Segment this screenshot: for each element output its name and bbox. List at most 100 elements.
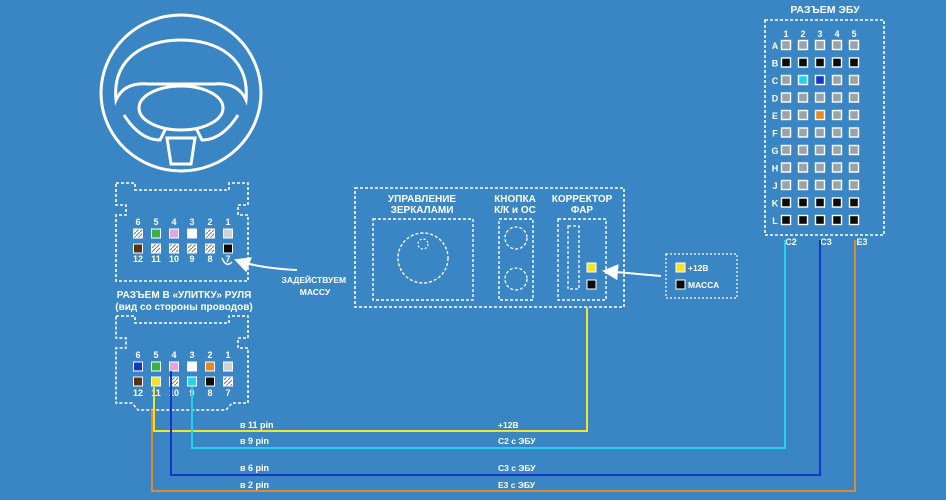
bottom-connector-pin <box>151 361 161 372</box>
ecu-pin <box>848 74 860 86</box>
ecu-pin <box>780 144 792 156</box>
bottom-connector-top-number: 4 <box>171 350 176 360</box>
top-connector-pin <box>133 228 143 239</box>
wire-label-pin9: в 9 pin <box>240 436 269 446</box>
ecu-pin <box>831 57 843 68</box>
top-connector-pin <box>223 243 233 254</box>
top-connector-top-number: 3 <box>189 217 194 227</box>
wire-label-e3: E3 с ЭБУ <box>498 480 536 490</box>
ecu-pin <box>797 179 809 191</box>
ground-loop-icon <box>221 257 233 265</box>
ecu-pin <box>814 214 826 226</box>
ecu-pin <box>797 109 809 121</box>
ecu-wire-label: E3 <box>856 237 867 247</box>
bottom-connector-top-number: 5 <box>153 350 158 360</box>
headlight-corrector-module <box>557 218 607 301</box>
ecu-pin <box>831 74 843 86</box>
ecu-column-label: 1 <box>783 29 788 39</box>
bottom-connector-pin <box>169 361 179 372</box>
ecu-pin <box>814 92 826 103</box>
connector-caption-title: РАЗЪЕМ В «УЛИТКУ» РУЛЯ <box>117 290 252 301</box>
top-connector-pin <box>187 243 197 254</box>
wire-label-pin2: в 2 pin <box>240 480 269 490</box>
ecu-pin <box>848 127 860 138</box>
ecu-pin <box>797 127 809 138</box>
ecu-pin <box>814 197 826 208</box>
ecu-pin <box>814 39 826 51</box>
bottom-connector-bottom-number: 12 <box>133 388 143 398</box>
mirror-control-module <box>372 218 474 301</box>
ecu-pin <box>814 109 826 121</box>
ecu-pin <box>780 162 792 173</box>
ecu-pin <box>848 39 860 51</box>
corrector-wheel[interactable] <box>567 225 580 290</box>
ecu-pin <box>780 92 792 103</box>
bottom-connector-top-number: 3 <box>189 350 194 360</box>
cc-button-upper[interactable] <box>504 226 528 250</box>
wires <box>151 240 856 492</box>
corrector-arrow <box>602 264 662 281</box>
top-connector-bottom-number: 7 <box>225 254 230 264</box>
top-connector-bottom-number: 9 <box>189 254 194 264</box>
top-connector-top-number: 4 <box>171 217 176 227</box>
bottom-connector-pin <box>133 361 143 372</box>
ground-annotation: ЗАДЕЙСТВУЕМ МАССУ <box>282 274 349 297</box>
ecu-pin <box>780 127 792 138</box>
top-connector-pin <box>205 243 215 254</box>
top-connector-pin <box>187 228 197 239</box>
legend: +12В МАССА <box>665 253 738 299</box>
ecu-wire-label: C3 <box>820 237 832 247</box>
connector-caption-subtitle: (вид со стороны проводов) <box>115 302 252 313</box>
top-connector-pin <box>169 243 179 254</box>
ecu-row-label: G <box>771 146 778 156</box>
ecu-pin <box>831 214 843 226</box>
ecu-pin <box>797 197 809 208</box>
top-connector-top-number: 5 <box>153 217 158 227</box>
bottom-connector-pin <box>151 376 161 387</box>
top-connector-top-number: 6 <box>135 217 140 227</box>
top-connector-pin <box>223 228 233 239</box>
top-connector-pin <box>205 228 215 239</box>
ecu-row-label: D <box>772 94 779 104</box>
bottom-connector-bottom-number: 8 <box>207 388 212 398</box>
ecu-pin <box>780 39 792 51</box>
cc-button-module <box>498 218 534 301</box>
bottom-connector-bottom-number: 10 <box>169 388 179 398</box>
wire-label-c3: C3 с ЭБУ <box>498 463 536 473</box>
wire-c3 <box>170 240 821 476</box>
ecu-row-label: J <box>772 181 777 191</box>
ecu-pin <box>848 179 860 191</box>
bottom-connector-pin <box>205 376 215 387</box>
bottom-connector-pin <box>187 361 197 372</box>
ecu-pin <box>848 57 860 68</box>
ecu-pin <box>831 144 843 156</box>
top-connector-pin <box>133 243 143 254</box>
ecu-pin <box>831 92 843 103</box>
ecu-pin <box>848 214 860 226</box>
top-connector-pin <box>151 243 161 254</box>
bottom-connector-pin <box>187 376 197 387</box>
ecu-pin <box>814 144 826 156</box>
ground-arrow <box>234 257 298 273</box>
ecu-pin <box>831 197 843 208</box>
top-connector-top-number: 2 <box>207 217 212 227</box>
ecu-pin <box>780 197 792 208</box>
steering-wheel-icon <box>99 13 263 173</box>
ecu-pin <box>797 144 809 156</box>
ecu-pin <box>848 162 860 173</box>
bottom-connector-pin <box>223 361 233 372</box>
ecu-pin <box>780 179 792 191</box>
ecu-pin <box>797 92 809 103</box>
mirror-joystick-knob[interactable] <box>397 232 449 284</box>
bottom-connector-pin <box>223 376 233 387</box>
ecu-title: РАЗЪЕМ ЭБУ <box>790 4 860 16</box>
cc-button-lower[interactable] <box>504 267 528 291</box>
ecu-row-label: B <box>772 59 779 69</box>
wire-label-pin11: в 11 pin <box>240 420 274 430</box>
ecu-pin <box>848 109 860 121</box>
ecu-pin <box>814 57 826 68</box>
